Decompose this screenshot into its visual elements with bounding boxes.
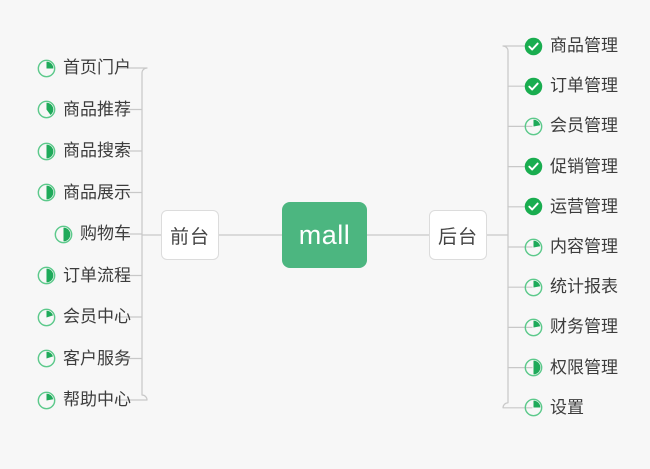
check-circle-icon xyxy=(524,37,543,56)
pie-progress-icon xyxy=(37,59,56,78)
leaf-item-left-8[interactable]: 帮助中心 xyxy=(37,388,131,412)
leaf-item-right-3[interactable]: 促销管理 xyxy=(524,155,618,179)
leaf-item-right-4[interactable]: 运营管理 xyxy=(524,195,618,219)
leaf-item-right-7[interactable]: 财务管理 xyxy=(524,315,618,339)
leaf-item-right-5[interactable]: 内容管理 xyxy=(524,235,618,259)
leaf-item-left-0[interactable]: 首页门户 xyxy=(37,56,131,80)
leaf-item-label: 内容管理 xyxy=(550,237,618,256)
branch-node-back-label: 后台 xyxy=(437,226,478,248)
pie-progress-icon xyxy=(524,117,543,136)
leaf-item-label: 客户服务 xyxy=(63,348,131,368)
leaf-item-label: 购物车 xyxy=(80,224,131,243)
leaf-item-label: 权限管理 xyxy=(550,357,618,377)
leaf-item-left-7[interactable]: 客户服务 xyxy=(37,347,131,371)
leaf-item-right-8[interactable]: 权限管理 xyxy=(524,356,618,380)
check-circle-icon xyxy=(524,157,543,176)
leaf-item-right-0[interactable]: 商品管理 xyxy=(524,34,618,58)
check-circle-icon xyxy=(524,77,543,96)
leaf-item-label: 商品管理 xyxy=(550,36,618,55)
leaf-item-label: 订单流程 xyxy=(63,265,131,285)
connector-line xyxy=(502,45,533,409)
leaf-item-label: 首页门户 xyxy=(63,58,131,77)
leaf-item-label: 商品展示 xyxy=(63,182,131,202)
leaf-item-left-2[interactable]: 商品搜索 xyxy=(37,139,131,163)
root-node-mall[interactable]: mall xyxy=(282,202,367,268)
leaf-item-label: 运营管理 xyxy=(550,196,618,216)
leaf-item-left-3[interactable]: 商品展示 xyxy=(37,181,131,205)
root-node-label: mall xyxy=(298,219,351,250)
pie-progress-icon xyxy=(524,278,543,297)
pie-progress-icon xyxy=(54,225,73,244)
leaf-item-right-2[interactable]: 会员管理 xyxy=(524,114,618,138)
pie-progress-icon xyxy=(37,183,56,202)
leaf-item-label: 设置 xyxy=(550,397,584,417)
pie-progress-icon xyxy=(37,266,56,285)
pie-progress-icon xyxy=(524,238,543,257)
leaf-item-right-6[interactable]: 统计报表 xyxy=(524,275,618,299)
branch-node-back[interactable]: 后台 xyxy=(429,210,487,260)
leaf-item-left-5[interactable]: 订单流程 xyxy=(37,264,131,288)
leaf-item-label: 统计报表 xyxy=(550,277,618,297)
leaf-item-label: 财务管理 xyxy=(550,317,618,337)
pie-progress-icon xyxy=(37,100,56,119)
leaf-item-label: 商品推荐 xyxy=(63,99,131,119)
leaf-item-left-6[interactable]: 会员中心 xyxy=(37,305,131,329)
leaf-item-label: 促销管理 xyxy=(550,156,618,176)
pie-progress-icon xyxy=(37,391,56,410)
leaf-item-left-1[interactable]: 商品推荐 xyxy=(37,98,131,122)
branch-node-front-label: 前台 xyxy=(169,226,210,248)
leaf-item-right-1[interactable]: 订单管理 xyxy=(524,74,618,98)
branch-node-front[interactable]: 前台 xyxy=(161,210,219,260)
pie-progress-icon xyxy=(37,308,56,327)
leaf-item-label: 帮助中心 xyxy=(63,390,131,409)
pie-progress-icon xyxy=(524,398,543,417)
pie-progress-icon xyxy=(524,318,543,337)
leaf-item-left-4[interactable]: 购物车 xyxy=(54,222,131,246)
leaf-item-label: 订单管理 xyxy=(550,76,618,96)
pie-progress-icon xyxy=(37,142,56,161)
leaf-item-right-9[interactable]: 设置 xyxy=(524,396,584,420)
leaf-item-label: 商品搜索 xyxy=(63,141,131,160)
leaf-item-label: 会员管理 xyxy=(550,116,618,136)
check-circle-icon xyxy=(524,197,543,216)
pie-progress-icon xyxy=(524,358,543,377)
pie-progress-icon xyxy=(37,349,56,368)
leaf-item-label: 会员中心 xyxy=(63,307,131,326)
